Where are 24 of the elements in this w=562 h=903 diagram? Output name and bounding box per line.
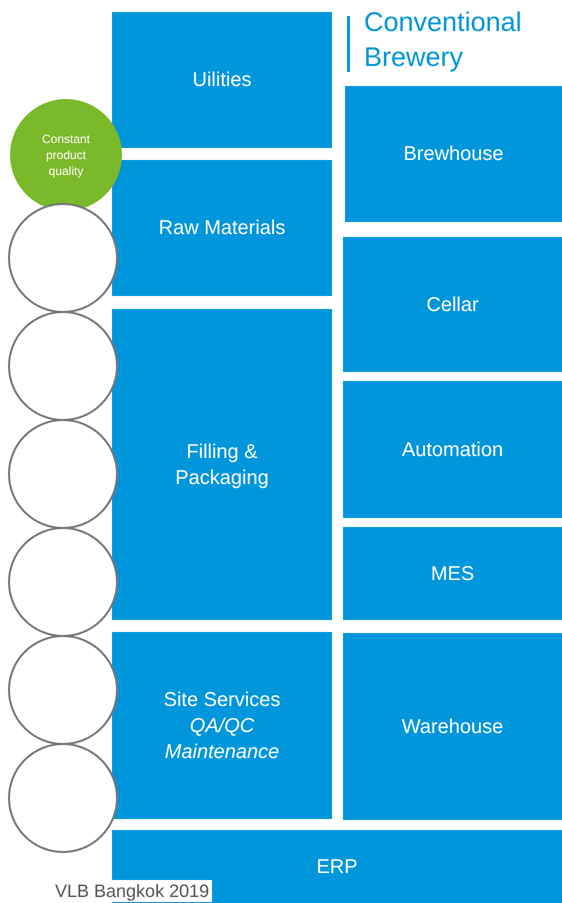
process-box [343,381,562,518]
process-box [343,527,562,620]
title: Conventional Brewery [364,6,523,74]
box-text: Maintenance [164,740,280,764]
box-text: Site Services [164,688,280,712]
box-text: Filling & Packaging [174,440,270,490]
process-box [345,86,562,222]
box-text: Uilities [192,68,252,93]
box-text: ERP [316,854,358,880]
box-text: Automation [402,438,504,462]
process-box [343,237,562,372]
process-box [112,12,332,148]
process-box [112,160,332,296]
process-box [112,632,332,819]
box-text: Raw Materials [158,216,286,241]
box-text: Brewhouse [403,142,504,167]
process-box [112,309,332,620]
box-text: MES [430,562,474,586]
box-text: Constant product quality [40,131,92,179]
process-box [343,633,562,820]
box-text: QA/QC [190,714,254,738]
box-text: Cellar [426,292,479,318]
box-text: Warehouse [402,714,504,740]
footer-text: VLB Bangkok 2019 [52,880,212,902]
